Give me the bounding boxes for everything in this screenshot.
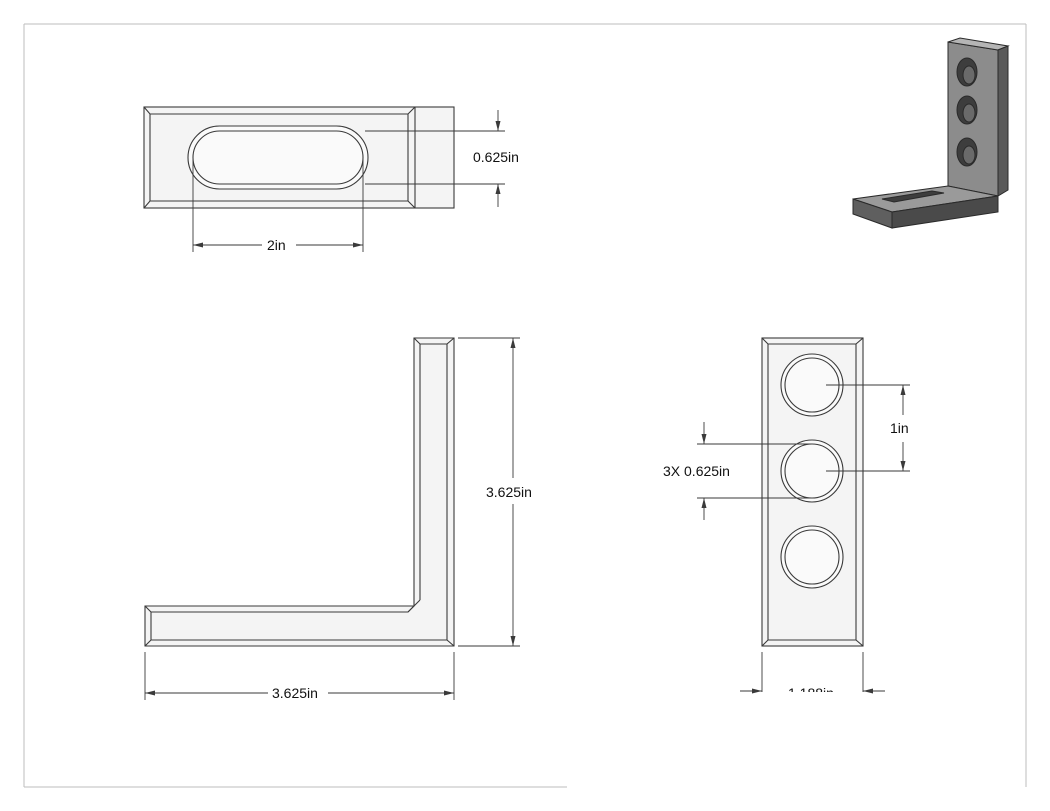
top-view	[143, 106, 455, 209]
width-label: 1.188in	[788, 685, 834, 701]
slot-outer	[187, 125, 369, 190]
sheet-border	[23, 23, 1027, 788]
iso-vertical-side	[997, 45, 1009, 197]
slot-length-dimension	[192, 158, 364, 252]
hole-3	[780, 525, 844, 589]
width-label-clip: 1.188in	[788, 685, 834, 701]
iso-slot	[881, 190, 945, 203]
slot-inner	[192, 130, 364, 185]
length-label: 3.625in	[272, 685, 318, 701]
slot-length-label: 2in	[267, 237, 286, 253]
iso-base-side	[891, 195, 999, 229]
height-dimension	[458, 337, 520, 647]
front-view	[144, 337, 455, 647]
width-dimension	[740, 652, 885, 694]
length-dimension	[144, 652, 455, 700]
isometric-view	[852, 37, 1010, 229]
hole-spacing-label: 1in	[890, 420, 909, 436]
height-label: 3.625in	[486, 484, 532, 500]
hole-diameter-dimension	[697, 422, 812, 520]
hole-spacing-dimension	[826, 384, 910, 472]
l-bracket-profile	[144, 337, 455, 647]
hole-diameter-label: 3X 0.625in	[663, 463, 730, 479]
slot-width-label: 0.625in	[473, 149, 519, 165]
side-view	[761, 337, 864, 647]
slot-width-dimension	[365, 110, 505, 207]
